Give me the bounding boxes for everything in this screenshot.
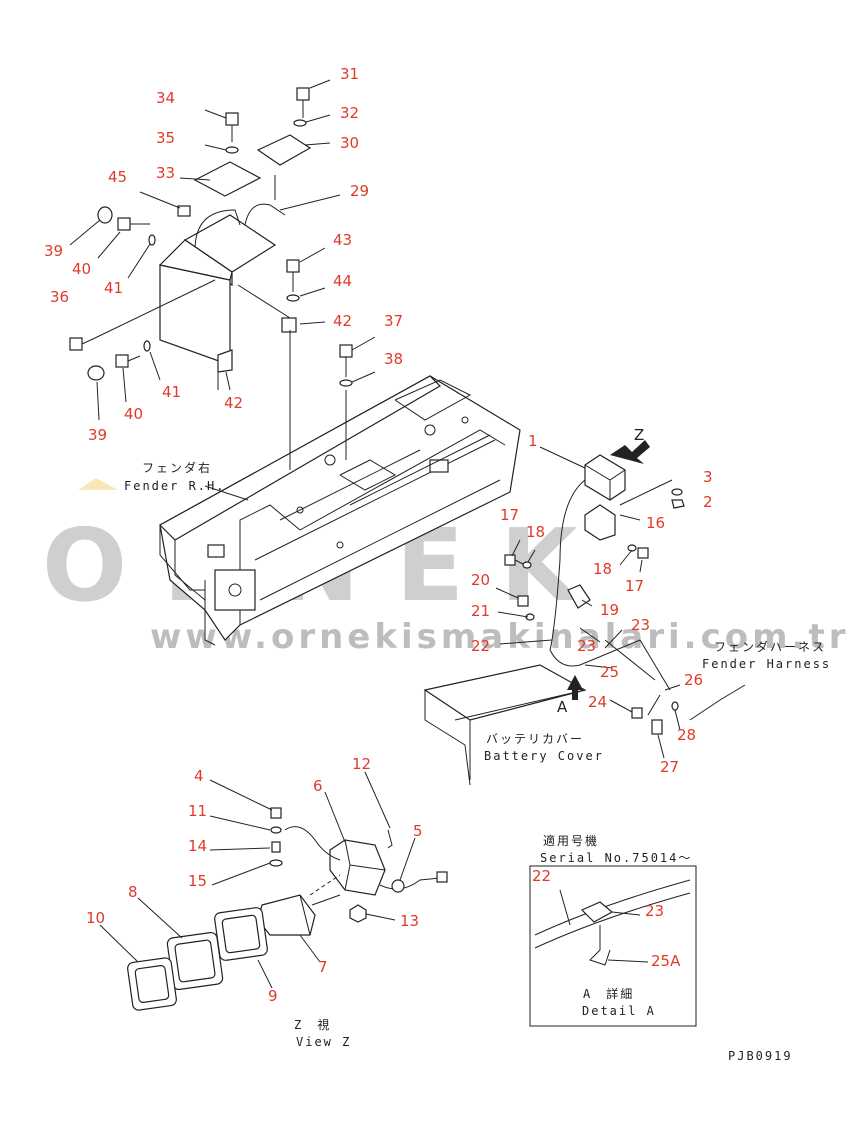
leader-lines bbox=[69, 79, 376, 421]
serial-jp: 適用号機 bbox=[543, 833, 599, 848]
callout-42a: 42 bbox=[333, 312, 352, 330]
detail-a-arrow-icon bbox=[567, 675, 583, 700]
callout-21: 21 bbox=[471, 602, 490, 620]
callout-43: 43 bbox=[333, 231, 352, 249]
callout-18a: 18 bbox=[526, 523, 545, 541]
callout-28: 28 bbox=[677, 726, 696, 744]
callout-25: 25 bbox=[600, 663, 619, 681]
detail-a-inset: 適用号機 Serial No.75014～ 22 23 25A A 詳細 Det… bbox=[529, 833, 697, 1027]
right-lamp-assembly: Z A bbox=[423, 426, 746, 786]
callouts-right: 1 3 2 16 17 18 18 17 20 19 21 22 23 23 2… bbox=[471, 432, 713, 776]
view-z-arrow-icon bbox=[610, 440, 650, 464]
upper-assembly bbox=[69, 87, 353, 470]
detail-a-jp: A 詳細 bbox=[583, 986, 634, 1001]
view-z-assembly bbox=[127, 807, 448, 1011]
callout-17b: 17 bbox=[625, 577, 644, 595]
callout-40b: 40 bbox=[124, 405, 143, 423]
view-z-en: View Z bbox=[296, 1035, 351, 1049]
callout-20: 20 bbox=[471, 571, 490, 589]
callout-13: 13 bbox=[400, 912, 419, 930]
callout-16: 16 bbox=[646, 514, 665, 532]
callout-38: 38 bbox=[384, 350, 403, 368]
battery-cover-jp: バッテリカバー bbox=[486, 732, 584, 746]
view-z-jp: Z 視 bbox=[294, 1017, 331, 1032]
callout-45: 45 bbox=[108, 168, 127, 186]
callout-39b: 39 bbox=[88, 426, 107, 444]
callout-7: 7 bbox=[318, 958, 328, 976]
callout-26: 26 bbox=[684, 671, 703, 689]
fender-frame bbox=[159, 375, 521, 646]
callout-4: 4 bbox=[194, 767, 204, 785]
callout-3: 3 bbox=[703, 468, 713, 486]
detail-a-frame bbox=[529, 865, 697, 1027]
fender-rh-jp: フェンダ右 bbox=[142, 460, 212, 475]
callout-18b: 18 bbox=[593, 560, 612, 578]
callout-9: 9 bbox=[268, 987, 278, 1005]
callout-41a: 41 bbox=[104, 279, 123, 297]
callout-15: 15 bbox=[188, 872, 207, 890]
detail-callout-22: 22 bbox=[532, 867, 551, 885]
fender-harness-en: Fender Harness bbox=[702, 657, 831, 671]
detail-callout-23: 23 bbox=[645, 902, 664, 920]
arrow-a-label: A bbox=[557, 698, 568, 716]
callout-22: 22 bbox=[471, 637, 490, 655]
callout-17a: 17 bbox=[500, 506, 519, 524]
watermark-url: www.ornekismakinalari.com.tr bbox=[150, 617, 849, 657]
view-z-leader-lines bbox=[99, 771, 416, 989]
serial-en: Serial No.75014～ bbox=[540, 851, 692, 865]
callouts-upper: 31 34 32 35 30 33 45 29 39 40 41 43 44 3… bbox=[44, 65, 403, 444]
detail-a-en: Detail A bbox=[582, 1004, 656, 1018]
callout-36: 36 bbox=[50, 288, 69, 306]
fender-rh-label: フェンダ右 Fender R.H. bbox=[124, 460, 249, 501]
callout-41b: 41 bbox=[162, 383, 181, 401]
view-z-label: Z 視 View Z bbox=[294, 1017, 351, 1049]
callout-44: 44 bbox=[333, 272, 352, 290]
callout-1: 1 bbox=[528, 432, 538, 450]
callout-33: 33 bbox=[156, 164, 175, 182]
callout-10: 10 bbox=[86, 909, 105, 927]
callout-24: 24 bbox=[588, 693, 607, 711]
callout-11: 11 bbox=[188, 802, 207, 820]
callout-8: 8 bbox=[128, 883, 138, 901]
doc-code: PJB0919 bbox=[728, 1049, 793, 1063]
arrow-z-label: Z bbox=[634, 426, 644, 444]
callout-42b: 42 bbox=[224, 394, 243, 412]
fender-rh-en: Fender R.H. bbox=[124, 479, 225, 493]
callout-12: 12 bbox=[352, 755, 371, 773]
callout-30: 30 bbox=[340, 134, 359, 152]
callout-29: 29 bbox=[350, 182, 369, 200]
callout-40a: 40 bbox=[72, 260, 91, 278]
callout-23a: 23 bbox=[577, 637, 596, 655]
callouts-view-z: 4 6 12 11 5 14 15 8 13 10 7 9 bbox=[86, 755, 423, 1005]
callout-32: 32 bbox=[340, 104, 359, 122]
battery-cover-en: Battery Cover bbox=[484, 749, 604, 763]
callout-34: 34 bbox=[156, 89, 175, 107]
callout-14: 14 bbox=[188, 837, 207, 855]
right-labels: フェンダハーネス Fender Harness バッテリカバー Battery … bbox=[484, 639, 831, 763]
callout-23b: 23 bbox=[631, 616, 650, 634]
callout-2: 2 bbox=[703, 493, 713, 511]
callout-5: 5 bbox=[413, 822, 423, 840]
right-leader-lines bbox=[495, 446, 681, 759]
detail-callout-25a: 25A bbox=[651, 952, 681, 970]
watermark-accent bbox=[78, 478, 118, 490]
callout-35: 35 bbox=[156, 129, 175, 147]
callout-39a: 39 bbox=[44, 242, 63, 260]
callout-37: 37 bbox=[384, 312, 403, 330]
callout-19: 19 bbox=[600, 601, 619, 619]
callout-6: 6 bbox=[313, 777, 323, 795]
callout-27: 27 bbox=[660, 758, 679, 776]
callout-31: 31 bbox=[340, 65, 359, 83]
fender-harness-jp: フェンダハーネス bbox=[714, 639, 826, 654]
